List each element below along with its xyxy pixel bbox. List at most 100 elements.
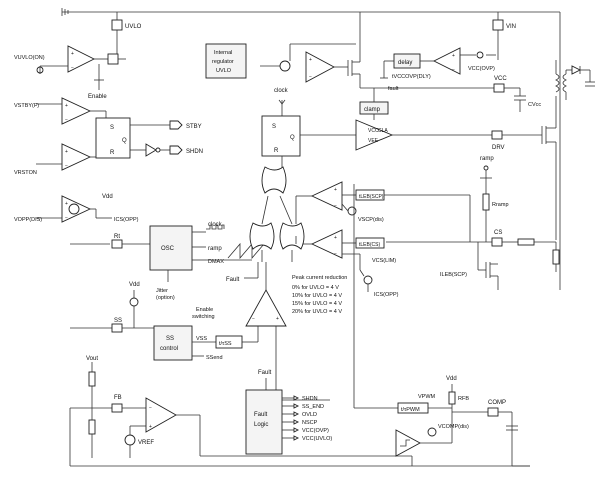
- svg-text:switching: switching: [192, 314, 215, 320]
- i-leb-scp-label: ILEB(SCP): [440, 272, 467, 278]
- leb-scp-source: ILEB(SCP): [440, 242, 499, 290]
- vss-label: VSS: [196, 336, 207, 342]
- fault-output-arrow: [293, 403, 300, 409]
- svg-text:+: +: [71, 51, 74, 57]
- v-opp-label: VOPP(DIS): [14, 217, 42, 223]
- vcc-pin: VCC CVcc: [378, 76, 541, 112]
- enable-label: Enable: [88, 94, 107, 100]
- svg-text:−: −: [309, 74, 312, 80]
- ramp-injection: ramp Rramp: [480, 156, 509, 242]
- cvcc-label: CVcc: [528, 102, 541, 108]
- osc-label: OSC: [161, 246, 175, 252]
- svg-text:(option): (option): [156, 295, 175, 301]
- regulator-label-3: UVLO: [216, 68, 232, 74]
- fault-output-label: VCC(OVP): [302, 428, 329, 434]
- svg-text:+: +: [65, 103, 68, 109]
- svg-text:S: S: [272, 124, 276, 130]
- t-ibs-cs-label: tLEB(CS): [359, 242, 380, 248]
- vin-pin: VIN: [492, 12, 516, 60]
- delay-label: delay: [398, 60, 412, 66]
- error-amplifier: − + VREF: [124, 397, 412, 458]
- ss-control-label-2: control: [160, 346, 178, 352]
- peak-current-reduction-note: Peak current reduction 0% for UVLO = 4 V…: [292, 275, 347, 315]
- svg-text:−: −: [65, 117, 68, 123]
- peak-title: Peak current reduction: [292, 275, 347, 281]
- svg-text:−: −: [452, 67, 455, 73]
- svg-text:+: +: [65, 149, 68, 155]
- t-ss-label: t/τSS: [219, 341, 232, 347]
- fault-output-label: OVLD: [302, 412, 317, 418]
- regulator-label-1: Internal: [214, 50, 232, 56]
- svg-text:R: R: [110, 150, 115, 156]
- fault-mid-label: Fault: [226, 277, 240, 283]
- svg-text:20% for UVLO = 4 V: 20% for UVLO = 4 V: [292, 309, 342, 315]
- ss-control-label-1: SS: [166, 336, 174, 342]
- v-rston-label: VRSTON: [14, 170, 37, 176]
- svg-text:R: R: [274, 148, 279, 154]
- sr-latch-pwm: clock S R Q: [261, 88, 356, 168]
- svg-text:+: +: [309, 57, 312, 63]
- vdd-label-2: Vdd: [129, 282, 140, 288]
- fault-logic-block: Fault Fault Logic: [245, 370, 283, 455]
- rramp-label: Rramp: [492, 202, 509, 208]
- v-comp-label: VCOMP(dis): [438, 424, 469, 430]
- svg-text:−: −: [71, 65, 74, 71]
- svg-text:Q: Q: [290, 135, 295, 141]
- fault-output-label: SHDN: [302, 396, 318, 402]
- vcc-ovp-label: VCC(OVP): [468, 66, 495, 72]
- vin-pin-label: VIN: [506, 24, 516, 30]
- scp-comparator: + − tLEB(SCP) VSCP(dis): [296, 181, 471, 242]
- dmax-label: DMAX: [208, 259, 224, 265]
- vcc-ovp-block: delay tVCCOVP(DLY) + − fault VCC(OVP): [380, 47, 496, 92]
- fault-output-label: NSCP: [302, 420, 318, 426]
- fault-mid: Fault: [206, 259, 259, 283]
- fault-top-label: fault: [388, 86, 399, 92]
- vdd-label-1: Vdd: [102, 194, 113, 200]
- v-cs-lim-label: VCS(LIM): [372, 258, 396, 264]
- tvcc-label: tVCCOVP(DLY): [392, 74, 431, 80]
- ramp-right-label: ramp: [480, 156, 494, 162]
- top-rail: [61, 8, 561, 290]
- clock-top-label: clock: [274, 88, 289, 94]
- driver-vcc-label: VCC: [368, 128, 379, 134]
- internal-regulator-block: Internal regulator UVLO: [205, 43, 247, 79]
- v-scp-label: VSCP(dis): [358, 217, 384, 223]
- svg-text:+: +: [334, 235, 337, 241]
- svg-text:+: +: [276, 316, 279, 322]
- svg-text:−: −: [252, 316, 255, 322]
- clamp-label: clamp: [364, 107, 381, 113]
- shdn-output: SHDN: [186, 149, 203, 155]
- rfb-label: RFB: [458, 396, 469, 402]
- svg-text:−: −: [334, 251, 337, 257]
- vdd-label-3: Vdd: [446, 376, 457, 382]
- v-uvlo-on-label: VUVLO(ON): [14, 55, 45, 61]
- uvlo-pin-label: UVLO: [125, 24, 142, 30]
- svg-text:+: +: [149, 424, 152, 430]
- svg-text:−: −: [149, 405, 152, 411]
- ss-pin: SS Vdd: [70, 282, 154, 333]
- fault-output-arrow: [293, 427, 300, 433]
- fault-logic-label-2: Logic: [254, 422, 268, 428]
- or-gates: [249, 166, 305, 262]
- regulator-label-2: regulator: [212, 59, 234, 65]
- fault-logic-label-1: Fault: [254, 412, 268, 418]
- opp-comparator: + − VOPP(DIS) Vdd ICS(OPP): [14, 194, 139, 223]
- pwm-comparator: − +: [245, 262, 330, 401]
- driver-vee-label: VEE: [368, 138, 379, 144]
- comp-pin-label: COMP: [488, 400, 506, 406]
- sr-latch-standby: S R Q STBY SHDN: [95, 117, 203, 159]
- ss-pin-label: SS: [114, 318, 122, 324]
- cs-comparator: + − tLEB(CS) VCS(LIM) ICS(OPP): [296, 229, 399, 298]
- comp-discharge: VCOMP(dis): [395, 412, 469, 466]
- drv-pin-label: DRV: [492, 145, 505, 151]
- external-power-stage: [541, 60, 595, 240]
- svg-text:CLA: CLA: [378, 128, 388, 134]
- fb-network: Vout FB: [69, 356, 530, 467]
- v-pwm-label: VPWM: [418, 394, 436, 400]
- gate-driver: VCC CLA VEE DRV: [355, 119, 542, 151]
- stby-output: STBY: [186, 124, 202, 130]
- rston-comparator: + − VRSTON: [14, 143, 107, 176]
- clamp-block: clamp: [359, 88, 389, 120]
